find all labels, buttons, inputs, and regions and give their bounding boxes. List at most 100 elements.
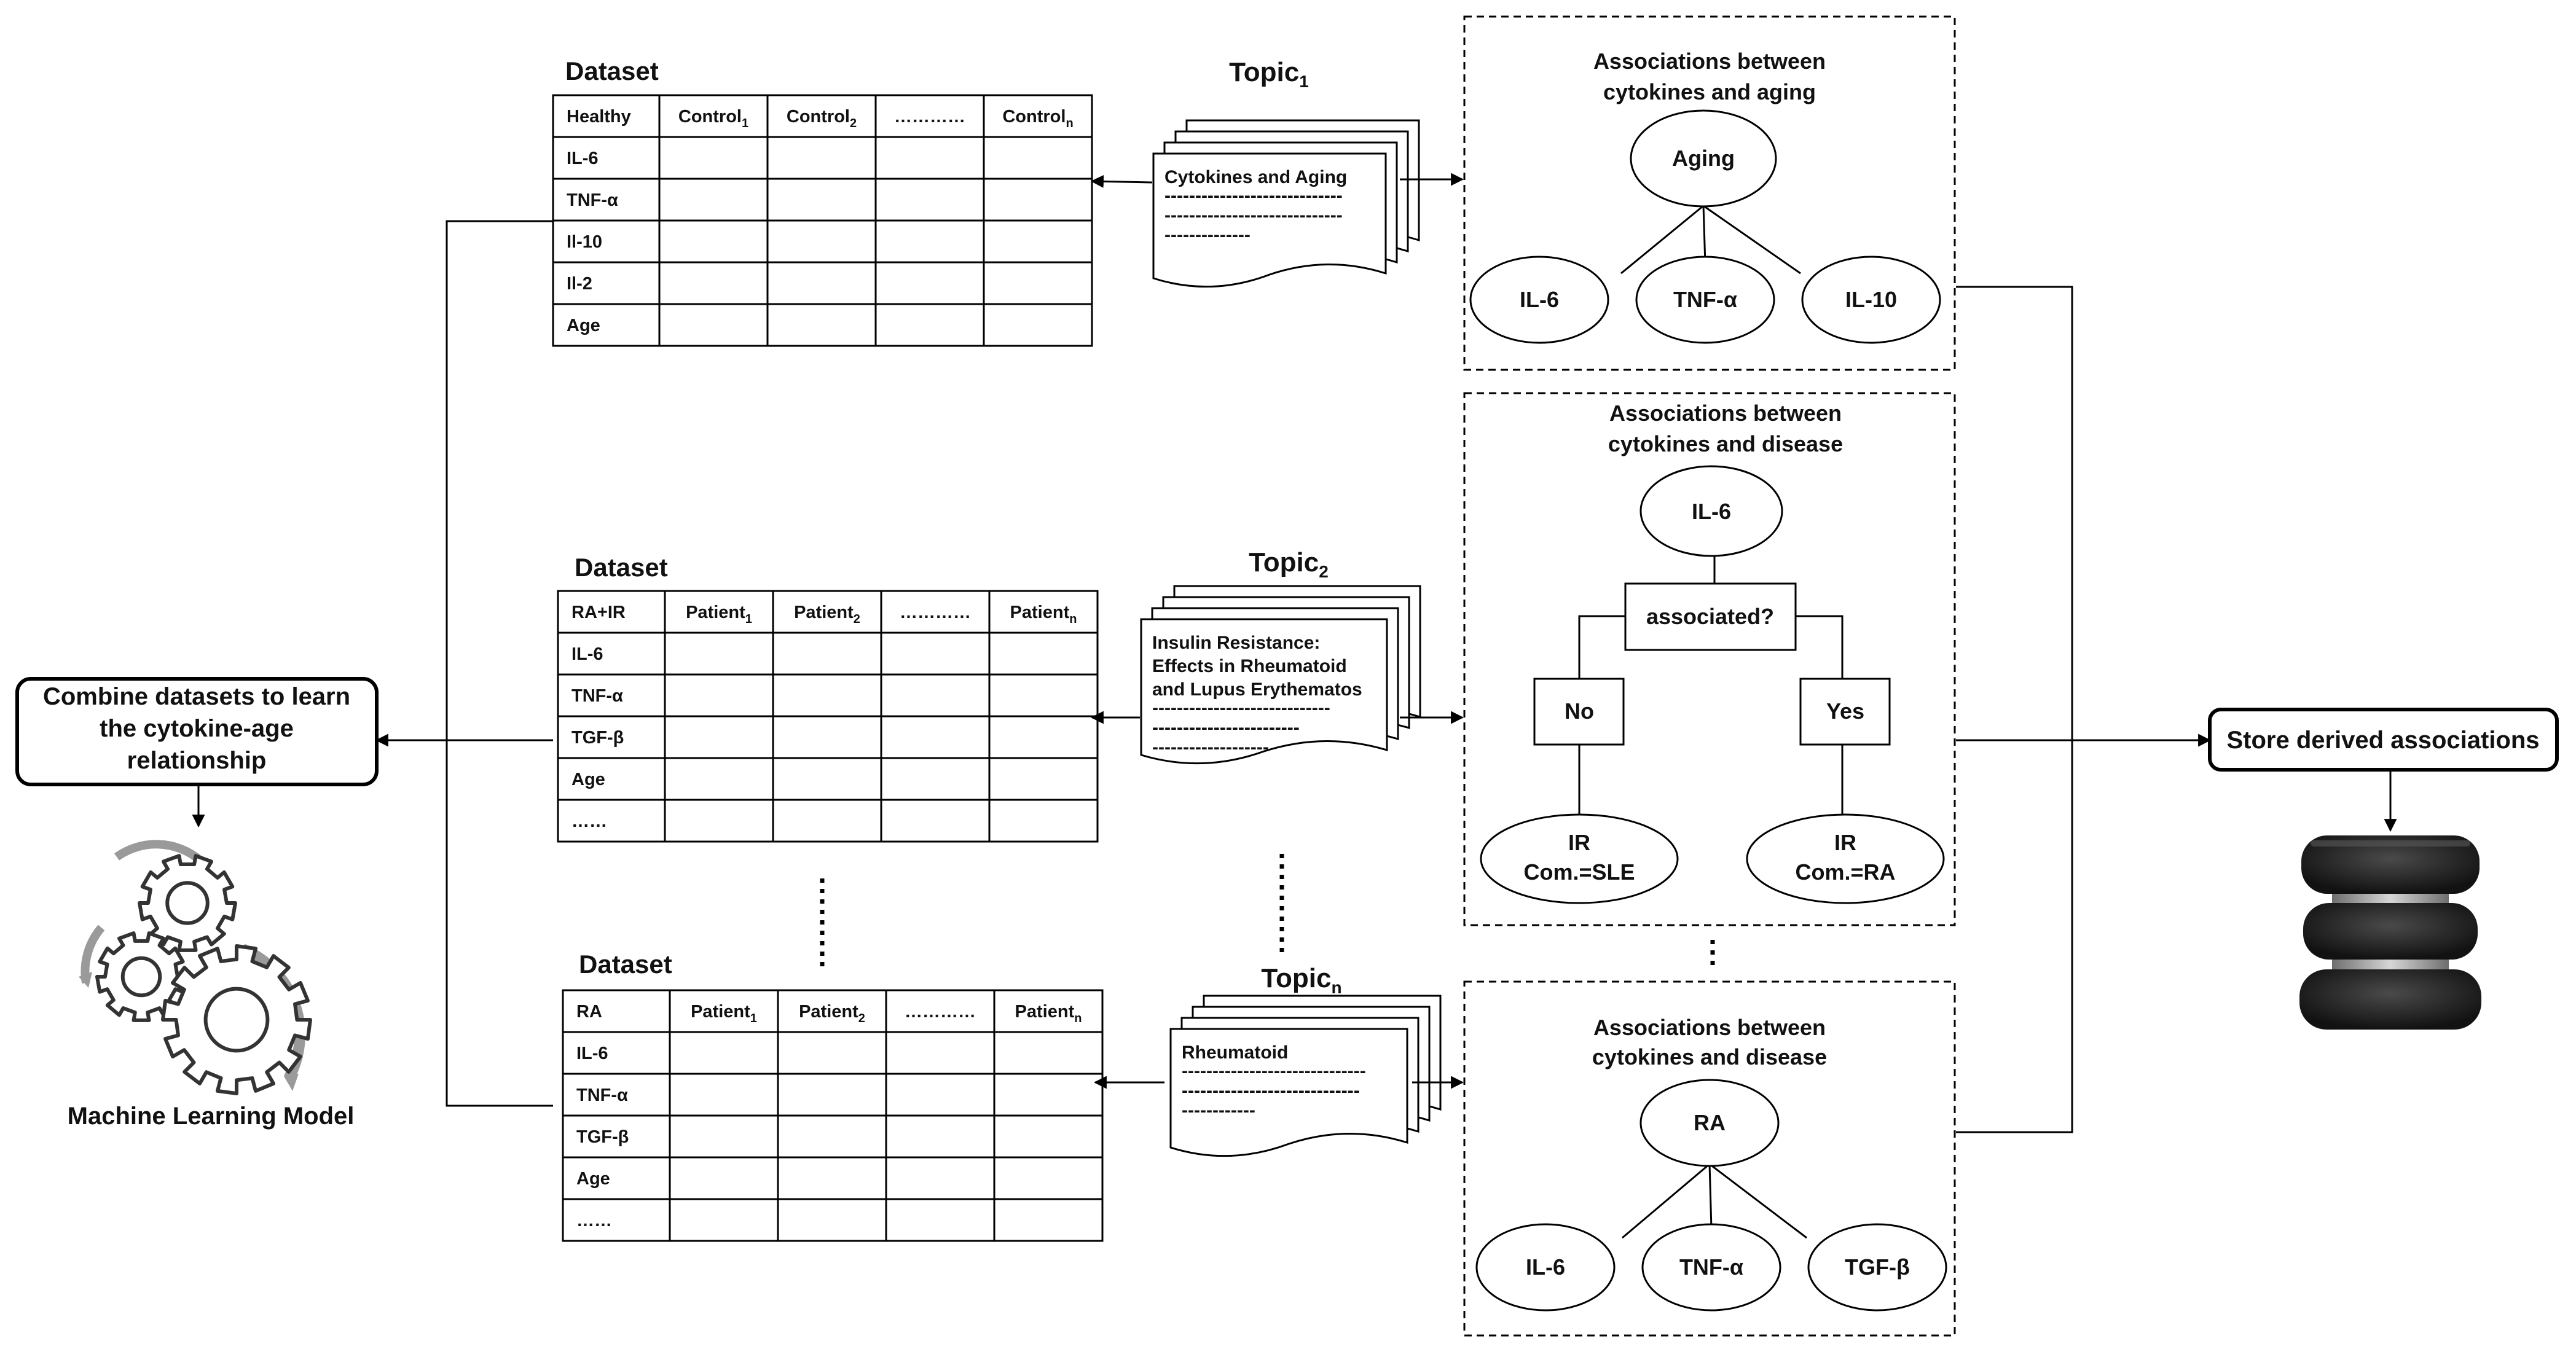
svg-text:Store derived associations: Store derived associations	[2226, 727, 2539, 754]
table-1-column-header: Healthy	[567, 107, 631, 127]
svg-text:IL-6: IL-6	[1526, 1254, 1565, 1280]
table-3-cell	[885, 1198, 995, 1242]
table-2-column-header: Patient2	[794, 603, 860, 626]
table-2-cell	[557, 757, 666, 801]
ra-child-tgf-node	[1807, 1223, 1947, 1312]
arrow-head	[79, 972, 92, 988]
ml-model-label: Machine Learning Model	[68, 1103, 355, 1130]
database-icon	[2299, 835, 2481, 1030]
table-3-cell	[885, 1156, 995, 1200]
svg-text:IR: IR	[1568, 830, 1590, 855]
table-1-row-label: Il-10	[567, 232, 602, 252]
table-3-header-cell	[562, 989, 671, 1033]
table-3-row-label: IL-6	[576, 1044, 608, 1063]
table-2-cell	[988, 631, 1099, 676]
ir-no-box	[1533, 678, 1625, 746]
svg-text:Yes: Yes	[1826, 698, 1864, 724]
connectors	[192, 173, 2397, 1133]
ra-root-node	[1639, 1079, 1780, 1167]
ir-title-line-2: cytokines and disease	[1608, 431, 1843, 456]
table-1-column-header: …………	[894, 107, 965, 127]
table-2-row-label: IL-6	[571, 644, 603, 664]
table-2-row-label: TGF-β	[571, 728, 624, 748]
svg-text:IL-10: IL-10	[1845, 287, 1897, 312]
table-3-cell	[777, 1156, 887, 1200]
table-1-cell	[874, 261, 985, 305]
table-2-row-label: Age	[571, 770, 605, 789]
table-1-cell	[658, 261, 769, 305]
table-2-cell	[880, 757, 991, 801]
table-1-cell	[658, 219, 769, 264]
table-1-cell	[874, 178, 985, 222]
svg-text:the cytokine-age: the cytokine-age	[100, 715, 294, 742]
document-dash-line: -----------------------------	[1152, 698, 1330, 718]
svg-text:IR: IR	[1834, 830, 1856, 855]
table-3-cell	[669, 1114, 779, 1159]
arrow-head	[284, 1074, 299, 1091]
ir-yes-box	[1799, 678, 1891, 746]
table-1-cell	[766, 261, 877, 305]
document-text: Effects in Rheumatoid	[1152, 656, 1347, 676]
table-3-column-header: Patient1	[691, 1002, 757, 1025]
table-3-cell	[777, 1114, 887, 1159]
table-3-cell	[993, 1073, 1104, 1117]
table-2-column-header: Patientn	[1010, 603, 1077, 626]
combine-datasets-box: Combine datasets to learn the cytokine-a…	[15, 677, 379, 786]
table-1-header-cell	[658, 94, 769, 138]
table-1-row-label: Age	[567, 316, 600, 335]
table-1-cell	[658, 178, 769, 222]
ir-decision-box	[1624, 582, 1797, 651]
table-1-cell	[874, 303, 985, 347]
table-1-header-cell	[552, 94, 661, 138]
topic-subscript: n	[1331, 978, 1341, 997]
svg-text:Com.=SLE: Com.=SLE	[1523, 859, 1635, 885]
table-1-cell	[658, 136, 769, 180]
document-dash-line: -----------------------------	[1182, 1081, 1360, 1101]
svg-text:IL-6: IL-6	[1520, 287, 1559, 312]
table-3-header-cell	[777, 989, 887, 1033]
table-1-column-header: Controln	[1002, 107, 1073, 130]
subscript: 1	[745, 612, 752, 626]
ra-child-tnf-node	[1641, 1223, 1781, 1312]
association-panel-aging: Associations between cytokines and aging…	[1463, 15, 1956, 371]
svg-text:RA: RA	[1694, 1110, 1726, 1135]
table-2-row-label: TNF-α	[571, 686, 623, 706]
cycle-arrow	[114, 840, 203, 864]
table-2-cell	[664, 673, 774, 718]
table-2-cell	[772, 631, 882, 676]
table-1-row-label: TNF-α	[567, 190, 618, 210]
table-3-row-label: ……	[576, 1211, 612, 1230]
table-2-cell	[772, 715, 882, 759]
document-page	[1152, 152, 1387, 288]
table-1-column-header: Control2	[787, 107, 857, 130]
table-3-row-label: TGF-β	[576, 1127, 629, 1147]
ra-title-line-2: cytokines and disease	[1592, 1044, 1827, 1069]
topic-subscript: 2	[1319, 562, 1329, 581]
svg-text:No: No	[1565, 698, 1594, 724]
table-3-cell	[562, 1031, 671, 1075]
document-dash-line: ------------------------	[1152, 718, 1300, 738]
table-1-cell	[766, 303, 877, 347]
table-1-row-label: IL-6	[567, 149, 599, 168]
topic-title: Topicn	[1261, 963, 1341, 997]
aging-child-il6-node	[1469, 256, 1609, 344]
gear-left-hub	[120, 956, 162, 998]
document-text: Insulin Resistance:	[1152, 633, 1320, 653]
table-3-cell	[562, 1073, 671, 1117]
svg-text:Com.=RA: Com.=RA	[1795, 859, 1895, 885]
association-panel-disease-ir: Associations between cytokines and disea…	[1463, 392, 1956, 926]
table-1-cell	[766, 178, 877, 222]
table-3-cell	[993, 1031, 1104, 1075]
document-dash-line: --------------	[1164, 225, 1251, 245]
table-1-cell	[983, 261, 1093, 305]
table-2-cell	[880, 631, 991, 676]
document-text: Rheumatoid	[1182, 1042, 1288, 1063]
subscript: 1	[750, 1012, 757, 1025]
table-3-cell	[885, 1114, 995, 1159]
table-3-header-cell	[669, 989, 779, 1033]
